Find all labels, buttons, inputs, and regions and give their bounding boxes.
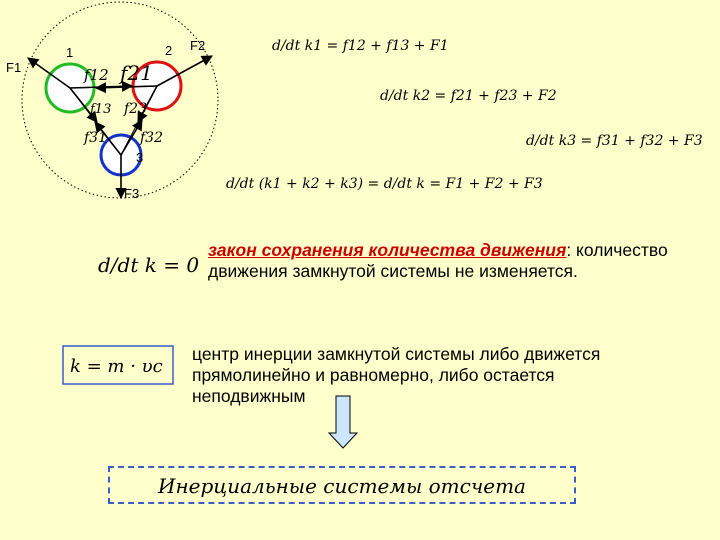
equation-center: k = m · υc — [70, 356, 163, 377]
equation-conservation: d/dt k = 0 — [98, 253, 199, 277]
arrow-f31 — [94, 121, 122, 156]
down-arrow-icon — [327, 395, 359, 449]
label-F3: F3 — [124, 186, 139, 201]
label-body-1: 1 — [66, 45, 73, 60]
center-equation-box — [62, 345, 174, 385]
equation-sum: d/dt (k1 + k2 + k3) = d/dt k = F1 + F2 +… — [226, 176, 543, 192]
arrow-f13 — [69, 87, 98, 123]
label-F2: F2 — [190, 38, 205, 53]
equation-2: d/dt k2 = f21 + f23 + F2 — [380, 88, 557, 104]
law-title: закон сохранения количества движения — [208, 240, 567, 260]
inertial-frames-title: Инерциальные системы отсчета — [158, 474, 526, 498]
label-f21: f21 — [118, 61, 153, 85]
inertial-frames-box: Инерциальные системы отсчета — [108, 466, 576, 504]
label-body-3: 3 — [136, 150, 143, 165]
system-boundary — [21, 1, 219, 199]
label-F1: F1 — [6, 60, 21, 75]
inertia-center-text: центр инерции замкнутой системы либо дви… — [192, 344, 601, 406]
equation-3: d/dt k3 = f31 + f32 + F3 — [526, 133, 703, 149]
label-f23: f23 — [123, 101, 147, 117]
law-line-2: движения замкнутой системы не изменяется… — [208, 261, 578, 281]
arrow-F1 — [27, 57, 71, 89]
arrow-F2 — [156, 55, 213, 87]
arrow-f21 — [94, 82, 158, 94]
law-rest: : количество — [566, 240, 668, 260]
label-f12: f12 — [83, 66, 109, 84]
arrow-f32 — [120, 119, 143, 156]
conservation-law-text: закон сохранения количества движения: ко… — [208, 240, 668, 282]
label-f13: f13 — [89, 102, 111, 117]
arrow-f23 — [137, 85, 158, 123]
equation-1: d/dt k1 = f12 + f13 + F1 — [272, 38, 449, 54]
label-body-2: 2 — [165, 43, 172, 58]
label-f32: f32 — [139, 130, 163, 146]
label-f31: f31 — [83, 130, 107, 146]
